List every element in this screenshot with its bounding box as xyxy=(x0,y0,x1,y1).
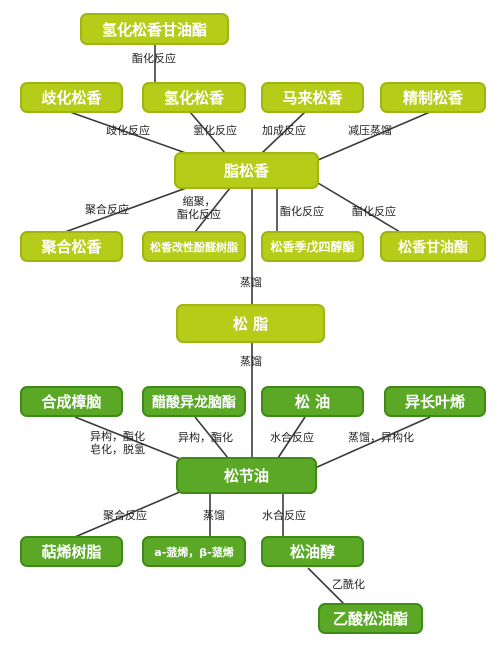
edge-terpinyl-acetate xyxy=(307,567,346,606)
edge-glyceride xyxy=(317,182,401,233)
edge-pine-oil xyxy=(277,416,306,459)
node-maleic-rosin: 马来松香 xyxy=(261,82,364,113)
node-rosin-modified-phenolic-resin: 松香改性酚醛树脂 xyxy=(142,231,246,262)
label-polymerization-1: 聚合反应 xyxy=(85,203,129,216)
label-distill-isomerize: 蒸馏，异构化 xyxy=(348,431,414,444)
edge-maleic xyxy=(261,111,306,154)
label-hydrogenation: 氢化反应 xyxy=(193,124,237,137)
node-longifolene: 异长叶烯 xyxy=(384,386,486,417)
node-pinene: a-蒎烯，β-蒎烯 xyxy=(142,536,246,567)
label-condensation-line2: 酯化反应 xyxy=(177,208,221,221)
label-hydration-2: 水合反应 xyxy=(262,509,306,522)
label-isomerize-saponify: 异构，酯化 皂化，脱氢 xyxy=(90,430,145,456)
label-distillation-1: 蒸馏 xyxy=(240,276,262,289)
edge-hydrogenated xyxy=(189,111,226,154)
label-acetylation: 乙酰化 xyxy=(332,578,365,591)
label-vacuum-distillation: 减压蒸馏 xyxy=(348,124,392,137)
label-addition: 加成反应 xyxy=(262,124,306,137)
node-rosin-glyceride: 松香甘油酯 xyxy=(380,231,486,262)
label-disproportionation: 歧化反应 xyxy=(106,124,150,137)
edge-polymerized xyxy=(64,182,201,233)
label-distillation-2: 蒸馏 xyxy=(240,355,262,368)
node-turpentine: 松节油 xyxy=(176,457,317,494)
node-gum-rosin: 脂松香 xyxy=(174,152,319,189)
node-disproportionated-rosin: 歧化松香 xyxy=(20,82,123,113)
label-esterification-right: 酯化反应 xyxy=(352,205,396,218)
label-esterification-top: 酯化反应 xyxy=(132,52,176,65)
edge-disproportionated xyxy=(69,111,201,159)
label-condensation: 缩聚， 酯化反应 xyxy=(177,195,221,221)
node-terpinyl-acetate: 乙酸松油酯 xyxy=(318,603,423,634)
node-rosin: 松 脂 xyxy=(176,304,325,343)
edge-isobornyl xyxy=(194,416,229,459)
node-polymerized-rosin: 聚合松香 xyxy=(20,231,123,262)
edge-longifolene xyxy=(314,416,431,469)
node-synthetic-camphor: 合成樟脑 xyxy=(20,386,123,417)
label-isomerize-esterify: 异构，酯化 xyxy=(178,431,233,444)
node-terpene-resin: 萜烯树脂 xyxy=(20,536,123,567)
node-hydrogenated-rosin-glyceride: 氢化松香甘油酯 xyxy=(80,13,229,45)
node-isobornyl-acetate: 醋酸异龙脑酯 xyxy=(142,386,246,417)
label-condensation-line1: 缩聚， xyxy=(182,195,216,208)
label-hydration-1: 水合反应 xyxy=(270,431,314,444)
label-isomerize-line2: 皂化，脱氢 xyxy=(90,443,145,456)
label-isomerize-line1: 异构，酯化 xyxy=(90,430,145,443)
edge-refined xyxy=(317,111,431,161)
label-esterification-mid: 酯化反应 xyxy=(280,205,324,218)
label-polymerization-2: 聚合反应 xyxy=(103,509,147,522)
node-terpineol: 松油醇 xyxy=(261,536,364,567)
node-refined-rosin: 精制松香 xyxy=(380,82,486,113)
label-distillation-3: 蒸馏 xyxy=(203,509,225,522)
edge-phenolic xyxy=(194,187,231,233)
node-pine-oil: 松 油 xyxy=(261,386,364,417)
node-hydrogenated-rosin: 氢化松香 xyxy=(142,82,246,113)
node-rosin-pentaerythritol-ester: 松香季戊四醇酯 xyxy=(261,231,364,262)
